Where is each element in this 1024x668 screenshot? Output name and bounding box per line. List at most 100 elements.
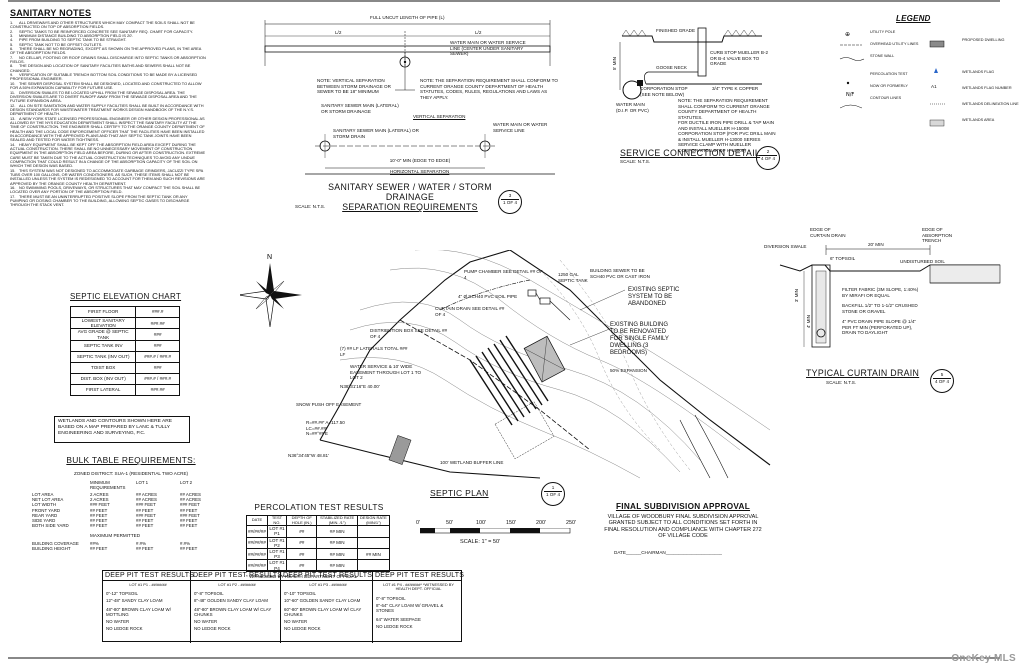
deep-pit-row: 8"-64" CLAY LOAM W/ GRAVEL & STONES	[376, 602, 444, 613]
deep-pit-row: NO LEDGE ROCK	[284, 626, 321, 632]
note-text: ALL DRIVEWAYS AND OTHER STRUCTURES WHICH…	[10, 20, 195, 30]
elevation-label-cell: AVG GRADE @ SEPTIC TANK	[69, 328, 137, 341]
perc-header-cell: DEPTH OF HOLE (IN.)	[286, 514, 318, 527]
bulk-row: BOTH SIDE YARD## FEET## FEET## FEET	[32, 523, 230, 528]
deep-pit-title: DEEP PIT TEST RESULTS	[373, 572, 465, 581]
bulk-row: LOT WIDTH### FEET### FEET### FEET	[32, 502, 230, 507]
bulk-row-label: BUILDING COVERAGE	[32, 541, 79, 547]
sanitary-note-item: 8.THE DESIGN AND LOCATION OF SANITARY FA…	[10, 64, 206, 73]
separation-note: NOTE: THE SEPARATION REQUIREMENT SHALL C…	[420, 78, 558, 100]
bulk-row: BUILDING COVERAGE##%#.#%#.#%	[32, 541, 230, 546]
deep-pit-row: 10"-60" GOLDEN SANDY CLAY LOAM	[284, 598, 361, 604]
bulk-row-value: ## FEET	[136, 523, 154, 529]
separation-title-line2: SEPARATION REQUIREMENTS	[342, 202, 478, 212]
water-label-2: WATER MAIN OR WATER SERVICE LINE	[493, 122, 548, 133]
legend-label: WETLANDS DELINEATION LINE	[962, 102, 1019, 106]
elevation-value-cell: ###.# / ###.#	[135, 350, 180, 363]
note-number: 5.	[10, 41, 14, 47]
deep-pit-title: DEEP PIT TEST RESULTS	[191, 572, 283, 581]
pump-chamber-label: PUMP CHAMBER SEE DETAIL ## OF 4	[464, 269, 543, 280]
note-text: DIVERSION SWALES TO BE LOCATED UPHILL FR…	[10, 89, 197, 104]
deep-pit-title: DEEP PIT TEST RESULTS	[281, 572, 373, 581]
note-number: 16.	[10, 185, 16, 191]
scale-tick-label: 150'	[506, 520, 517, 526]
plan-ref-number: 1	[551, 485, 555, 490]
topsoil-label: 6" TOPSOIL	[830, 256, 856, 261]
note-text: THERE SHALL BE NO REGRADING, EXCEPT AS S…	[10, 46, 202, 56]
deep-pit-row: 64" WATER SEEPAGE	[376, 616, 421, 622]
horizontal-sep-label: HORIZONTAL SEPARATION	[390, 169, 450, 174]
deep-pit-row: 48"-80" BROWN CLAY LOAM W/ CLAY CHUNKS	[194, 607, 272, 618]
elevation-row: DIST. BOX (INV OUT)###.# / ###.#	[69, 372, 180, 385]
deep-pit-subtitle: LOT #1 P4 - ##/##/##* *WITNESSED BY HEAL…	[383, 582, 454, 592]
legend-title: LEGEND	[896, 14, 931, 23]
elevation-value-cell: ###.##	[135, 316, 180, 330]
note-text: VERIFICATION OF SUITABLE TRENCH BOTTOM S…	[10, 72, 198, 82]
copper-label: 3/4" TYPE K COPPER	[712, 86, 759, 91]
water-main-label: WATER MAIN OR WATER SERVICE LINE (CENTER…	[450, 40, 526, 57]
bulk-table: BULK TABLE REQUIREMENTS: ZONED DISTRICT:…	[32, 455, 230, 551]
elevation-label-cell: SEPTIC TANK (INV OUT)	[69, 350, 137, 363]
legend-label: NOW OR FORMERLY	[870, 84, 908, 88]
perc-cell: ##	[286, 536, 318, 550]
deep-pit-title: DEEP PIT TEST RESULTS	[103, 572, 195, 581]
legend-flag-number: A1	[931, 84, 937, 89]
note-number: 8.	[10, 63, 14, 69]
elevation-value-cell: ###.# / ###.#	[135, 372, 180, 385]
vertical-note: NOTE: VERTICAL SEPARATION BETWEEN STORM …	[317, 78, 391, 95]
bearing-2-label: N36°34'45"W 48.81'	[288, 453, 329, 458]
perc-cell: ##	[286, 547, 318, 561]
separation-title: SANITARY SEWER / WATER / STORM DRAINAGE …	[305, 182, 515, 212]
sanitary-note-item: 2.SEPTIC TANKS TO BE REINFORCED CONCRETE…	[10, 28, 206, 34]
note-text: ALL ON SITE SANITATION AND WATER SUPPLY …	[10, 102, 204, 117]
north-arrow-graphic: N	[240, 254, 302, 328]
note-number: 2.	[10, 28, 14, 34]
perc-header-cell: TEST NO.	[266, 514, 288, 527]
perc-cell: LOT #1 P2	[266, 536, 288, 550]
deep-pit-row: NO WATER	[106, 619, 130, 625]
deep-pit-row: NO LEDGE ROCK	[106, 626, 143, 632]
corp-stop-label: CORPORATION STOP (SEE NOTE BELOW)	[640, 86, 688, 97]
note-number: 14.	[10, 141, 16, 147]
sanitary-note-item: 6.THERE SHALL BE NO REGRADING, EXCEPT AS…	[10, 46, 206, 56]
wetlands-note-text: WETLANDS AND CONTOURS SHOWN HERE ARE BAS…	[58, 419, 173, 436]
plan-scale-label: SCALE: 1" = 50'	[460, 539, 501, 545]
elevation-label-cell: DIST. BOX (INV OUT)	[69, 372, 137, 385]
elevation-value-cell: ###.##	[135, 383, 180, 396]
deep-pit-row: 60"-80" BROWN CLAY LOAM W/ CLAY CHUNKS	[284, 607, 362, 618]
bulk-row-value: ## FEET	[136, 518, 154, 524]
note-text: THIS SYSTEM WAS NOT DESIGNED TO ACCOMMOD…	[10, 167, 206, 186]
note-number: 7.	[10, 54, 14, 60]
bulk-row-value: ## FEET	[180, 546, 198, 552]
bulk-row-label: BOTH SIDE YARD	[32, 523, 69, 529]
service-ref-sheet: 4 OF 4	[760, 155, 776, 161]
deep-pit-row: NO LEDGE ROCK	[376, 623, 413, 629]
scale-tick-label: 0'	[416, 520, 421, 526]
note-number: 6.	[10, 46, 14, 52]
building-sewer-label: BUILDING SEWER TO BE SCH40 PVC OR CAST I…	[590, 268, 650, 279]
note-number: 3.	[10, 33, 14, 39]
service-scale: SCALE: N.T.S.	[620, 159, 651, 164]
note-number: 17.	[10, 193, 16, 199]
perc-cell: LOT #1 P3	[266, 547, 288, 561]
note-text: THERE MUST BE AN UNINTERRUPTED POSITIVE …	[10, 193, 190, 208]
sewer-label-2: SANITARY SEWER MAIN (LATERAL) OR STORM D…	[333, 128, 419, 139]
curtain-title: TYPICAL CURTAIN DRAIN	[806, 368, 920, 378]
perc-cell	[356, 525, 391, 538]
bulk-title: BULK TABLE REQUIREMENTS:	[66, 455, 196, 465]
deep-pit-row: 0"-8" TOPSOIL	[376, 595, 406, 601]
legend-label: PERCOLATION TEST	[870, 72, 908, 76]
sanitary-note-item: 16.NO SWIMMING POOLS, DRIVEWAYS, OR STRU…	[10, 185, 206, 195]
water-main-service-label: WATER MAIN (D.I.P. OR PVC)	[616, 102, 649, 113]
water-easement-label: WATER SERVICE & 10' WIDE EASEMENT THROUG…	[350, 364, 422, 381]
service-note: NOTE: THE SEPARATION REQUIREMENT SHALL C…	[678, 98, 770, 120]
edge-curtain-label: EDGE OF CURTAIN DRAIN	[810, 227, 846, 238]
sanitary-note-item: 10.THE SEWER DISPOSAL SYSTEM SHALL BE DE…	[10, 81, 206, 91]
wetlands-note-box: WETLANDS AND CONTOURS SHOWN HERE ARE BAS…	[54, 416, 190, 443]
service-drawing	[619, 27, 762, 100]
